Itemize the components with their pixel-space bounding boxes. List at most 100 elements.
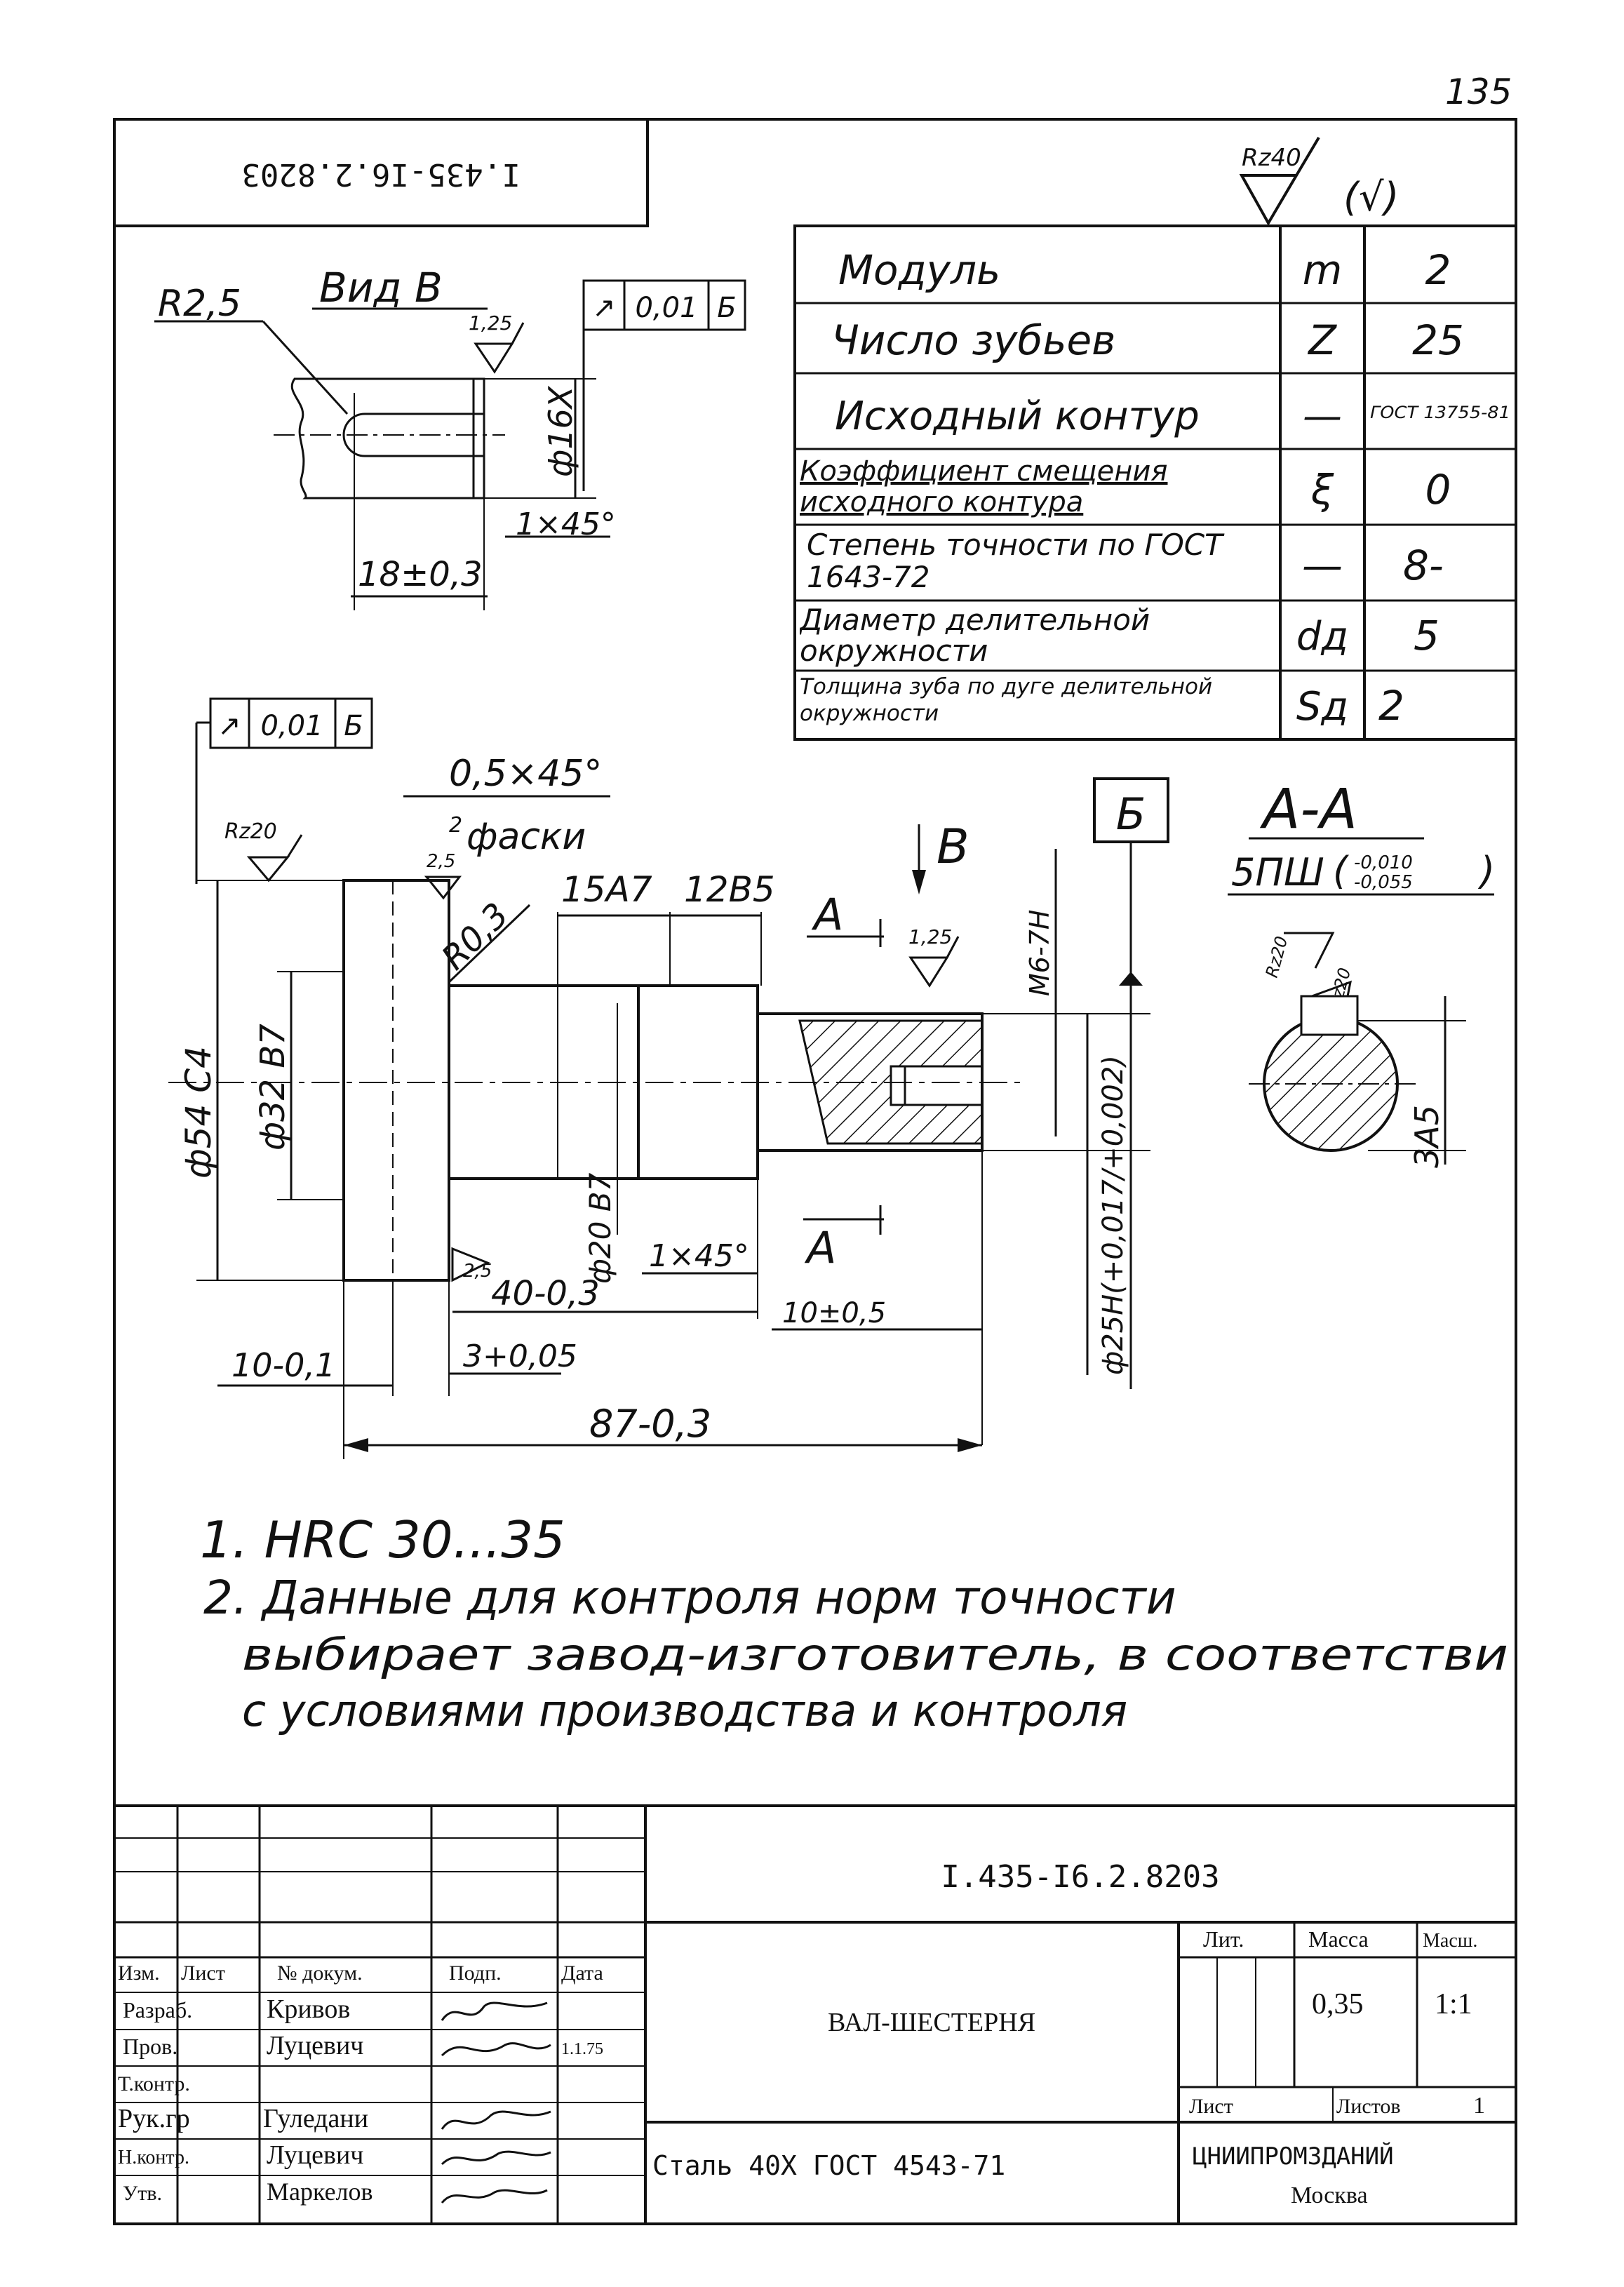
svg-text:0: 0 <box>1425 466 1451 514</box>
svg-text:dд: dд <box>1296 614 1348 659</box>
svg-text:Разраб.: Разраб. <box>123 1997 192 2023</box>
svg-text:0,01: 0,01 <box>635 292 697 324</box>
svg-text:Подп.: Подп. <box>449 1961 502 1985</box>
svg-text:0,01: 0,01 <box>260 710 323 742</box>
page-number: 135 <box>1445 72 1512 112</box>
row-teeth-name: Число зубьев <box>831 316 1115 364</box>
svg-text:Москва: Москва <box>1291 2182 1368 2208</box>
svg-text:ξ: ξ <box>1310 466 1334 514</box>
svg-text:В: В <box>937 819 969 875</box>
svg-text:Листов: Листов <box>1336 2095 1401 2118</box>
svg-text:Z: Z <box>1307 316 1337 364</box>
row-contour-name: Исходный контур <box>835 394 1200 439</box>
signatures <box>441 2001 551 2204</box>
svg-text:Вид В: Вид В <box>319 264 443 311</box>
svg-text:ф54 С4: ф54 С4 <box>178 1046 219 1179</box>
svg-text:Лист: Лист <box>181 1961 225 1985</box>
note-2-line3: с условиями производства и контроля <box>242 1685 1127 1736</box>
row-accuracy-name: Степень точности по ГОСТ 1643-72 <box>807 529 1223 594</box>
svg-text:1.1.75: 1.1.75 <box>561 2040 603 2058</box>
row-modul-name: Модуль <box>838 246 1000 294</box>
svg-text:2: 2 <box>449 813 462 838</box>
svg-text:ф25Н(+0,017/+0,002): ф25Н(+0,017/+0,002) <box>1097 1055 1129 1375</box>
svg-text:R0,3: R0,3 <box>434 895 516 977</box>
title-code: I.435-I6.2.8203 <box>941 1859 1219 1895</box>
svg-text:Гуледани: Гуледани <box>263 2104 368 2133</box>
svg-text:0,35: 0,35 <box>1312 1988 1364 2020</box>
svg-text:Рук.гр: Рук.гр <box>118 2104 190 2133</box>
sheet-frame <box>113 118 1517 2225</box>
note-1: 1. HRC 30...35 <box>200 1510 565 1569</box>
rotated-code: I.435-I6.2.8203 <box>241 156 520 192</box>
section-a-a: А-А 5ПШ 5ПШ ( -0,010 -0,055 ) Rz20 Rz20 … <box>1228 778 1495 1168</box>
svg-text:10-0,1: 10-0,1 <box>231 1346 335 1384</box>
note-2-line2: выбирает завод-изготовитель, в соответст… <box>242 1629 1508 1680</box>
svg-text:Б: Б <box>1116 789 1146 840</box>
svg-text:1,25: 1,25 <box>469 311 512 335</box>
main-view: ↗ 0,01 Б Rz20 0,5×45° 2 фаски 2,5 ф54 С4… <box>168 697 1169 1459</box>
part-name: ВАЛ-ШЕСТЕРНЯ <box>828 2008 1035 2037</box>
svg-text:А-А: А-А <box>1259 778 1357 841</box>
svg-text:1×45°: 1×45° <box>516 507 616 542</box>
svg-text:ГОСТ 13755-81: ГОСТ 13755-81 <box>1370 403 1510 422</box>
svg-text:Т.контр.: Т.контр. <box>118 2072 190 2095</box>
svg-text:2,5: 2,5 <box>427 851 455 872</box>
svg-text:ЦНИИПРОМЗДАНИЙ: ЦНИИПРОМЗДАНИЙ <box>1193 2142 1394 2171</box>
svg-text:Н.контр.: Н.контр. <box>118 2147 189 2168</box>
svg-text:Rz20: Rz20 <box>1262 934 1292 980</box>
svg-text:Масш.: Масш. <box>1423 1930 1477 1952</box>
svg-text:Утв.: Утв. <box>123 2182 162 2205</box>
svg-text:Лист: Лист <box>1189 2095 1233 2118</box>
svg-text:Дата: Дата <box>561 1961 603 1985</box>
svg-text:ф20 В7: ф20 В7 <box>583 1172 617 1284</box>
svg-text:0,5×45°: 0,5×45° <box>449 753 602 795</box>
svg-text:ф32 В7: ф32 В7 <box>253 1024 293 1151</box>
svg-text:↗: ↗ <box>217 710 241 742</box>
svg-text:Изм.: Изм. <box>118 1961 160 1985</box>
view-b-detail: R2,5 Вид В 1,25 ↗ 0,01 Б 18±0,3 ф16Х 1×4… <box>154 264 746 610</box>
svg-text:ф16Х: ф16Х <box>542 385 579 477</box>
svg-text:2: 2 <box>1425 246 1451 294</box>
rotated-code-box: I.435-I6.2.8203 <box>113 118 649 227</box>
title-block: Изм. Лист № докум. Подп. Дата Разраб. Кр… <box>114 1804 1516 2224</box>
svg-text:↗: ↗ <box>592 292 616 324</box>
svg-text:-0,055: -0,055 <box>1354 872 1413 893</box>
svg-text:10±0,5: 10±0,5 <box>782 1297 886 1329</box>
svg-text:1×45°: 1×45° <box>649 1238 749 1274</box>
svg-text:87-0,3: 87-0,3 <box>589 1402 711 1446</box>
svg-text:Rz20: Rz20 <box>224 819 277 844</box>
svg-text:М6-7Н: М6-7Н <box>1024 910 1055 996</box>
svg-text:Б: Б <box>344 710 363 742</box>
svg-text:А: А <box>811 889 843 940</box>
svg-text:5: 5 <box>1414 612 1440 659</box>
technical-notes: 1. HRC 30...35 2. Данные для контроля но… <box>200 1510 1508 1736</box>
svg-text:—: — <box>1303 394 1342 439</box>
svg-text:m: m <box>1303 246 1343 294</box>
svg-text:25: 25 <box>1412 316 1464 364</box>
svg-text:R2,5: R2,5 <box>158 283 241 325</box>
svg-text:Кривов: Кривов <box>267 1994 350 2024</box>
row-thickness-name: Толщина зуба по дуге делительной окружно… <box>800 674 1213 726</box>
svg-text:40-0,3: 40-0,3 <box>491 1274 600 1313</box>
svg-text:(: ( <box>1333 849 1350 893</box>
row-shift-name: Коэффициент смещения исходного контура <box>800 456 1168 518</box>
svg-text:-0,010: -0,010 <box>1354 852 1413 873</box>
svg-text:(√): (√) <box>1343 175 1399 220</box>
svg-text:2,5: 2,5 <box>463 1261 492 1282</box>
svg-text:Б: Б <box>717 292 736 324</box>
svg-text:): ) <box>1477 849 1495 893</box>
svg-text:Луцевич: Луцевич <box>267 2031 363 2060</box>
svg-text:8-: 8- <box>1403 542 1444 589</box>
svg-text:3А5: 3А5 <box>1408 1105 1446 1168</box>
svg-text:1:1: 1:1 <box>1435 1988 1472 2020</box>
svg-text:15А7: 15А7 <box>561 869 652 910</box>
svg-text:12В5: 12В5 <box>684 869 775 910</box>
note-2-line1: 2. Данные для контроля норм точности <box>203 1571 1176 1625</box>
svg-text:Sд: Sд <box>1296 684 1348 730</box>
row-diameter-name: Диаметр делительной окружности <box>800 605 1150 668</box>
svg-text:18±0,3: 18±0,3 <box>358 555 483 594</box>
svg-text:2: 2 <box>1378 682 1404 730</box>
svg-text:Лит.: Лит. <box>1203 1926 1244 1952</box>
svg-text:фаски: фаски <box>467 816 586 858</box>
svg-text:Пров.: Пров. <box>123 2034 177 2059</box>
